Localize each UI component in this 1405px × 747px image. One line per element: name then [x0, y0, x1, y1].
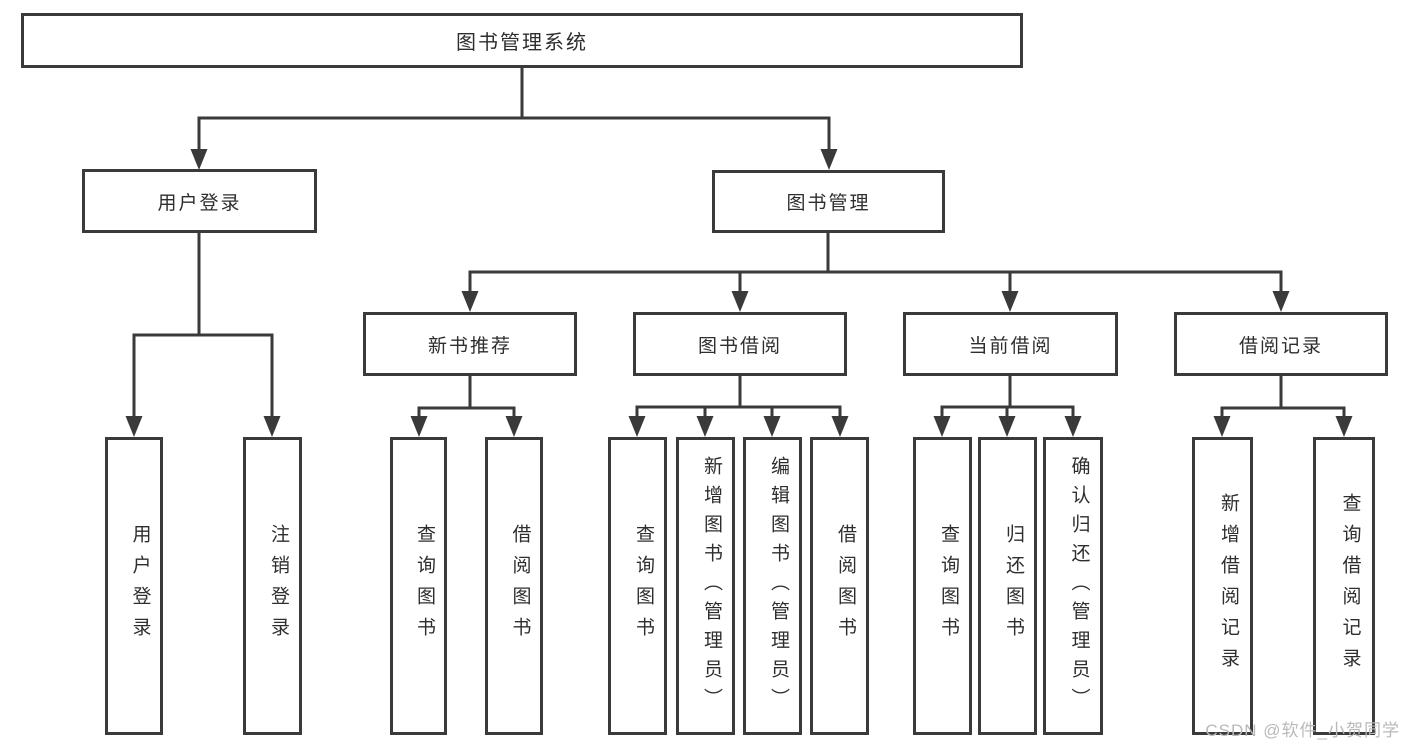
leaf-cb-return-books: 归还图书 [978, 437, 1037, 735]
node-user-login-label: 用户登录 [157, 192, 242, 214]
leaf-cb-query-books-label: 查询图书 [938, 524, 959, 648]
node-book-management: 图书管理 [712, 170, 945, 233]
arrow-down-icon [1213, 416, 1231, 437]
arrow-down-icon [1272, 291, 1290, 312]
arrow-down-icon [505, 416, 523, 437]
node-root-label: 图书管理系统 [456, 32, 588, 54]
node-new-book-recommend-label: 新书推荐 [427, 335, 512, 357]
leaf-bw-add-books-admin-label: 新增图书（管理员） [701, 455, 722, 717]
node-new-book-recommend: 新书推荐 [363, 312, 577, 376]
leaf-nb-query-books-label: 查询图书 [414, 524, 435, 648]
arrow-down-icon [933, 416, 951, 437]
leaf-bw-query-books-label: 查询图书 [633, 524, 654, 648]
leaf-user-login: 用户登录 [105, 437, 163, 735]
leaf-nb-borrow-books-label: 借阅图书 [509, 524, 531, 648]
node-borrowing-records: 借阅记录 [1174, 312, 1388, 376]
csdn-watermark: CSDN @软件_小贺同学 [1205, 721, 1400, 740]
arrow-down-icon [1001, 291, 1019, 312]
leaf-cb-confirm-return-admin: 确认归还（管理员） [1043, 437, 1103, 735]
leaf-bw-edit-books-admin: 编辑图书（管理员） [743, 437, 802, 735]
arrow-down-icon [1335, 416, 1353, 437]
node-current-borrowing-label: 当前借阅 [968, 335, 1053, 357]
node-user-login: 用户登录 [82, 169, 317, 233]
leaf-bw-query-books: 查询图书 [608, 437, 667, 735]
leaf-cb-query-books: 查询图书 [913, 437, 972, 735]
arrow-down-icon [461, 291, 479, 312]
arrow-down-icon [820, 149, 838, 170]
arrow-down-icon [831, 416, 849, 437]
leaf-logout: 注销登录 [243, 437, 302, 735]
node-borrowing-records-label: 借阅记录 [1238, 335, 1323, 357]
leaf-bw-edit-books-admin-label: 编辑图书（管理员） [768, 455, 789, 717]
leaf-nb-query-books: 查询图书 [390, 437, 447, 735]
node-book-management-label: 图书管理 [786, 193, 871, 214]
arrow-down-icon [1064, 416, 1082, 437]
leaf-rc-query-record: 查询借阅记录 [1313, 437, 1375, 735]
leaf-rc-add-record: 新增借阅记录 [1192, 437, 1253, 735]
leaf-logout-label: 注销登录 [268, 524, 289, 648]
node-current-borrowing: 当前借阅 [903, 312, 1118, 376]
node-root: 图书管理系统 [21, 13, 1023, 68]
leaf-user-login-label: 用户登录 [129, 524, 151, 648]
arrow-down-icon [410, 416, 428, 437]
arrow-down-icon [125, 416, 143, 437]
arrow-down-icon [190, 149, 208, 170]
arrow-down-icon [731, 291, 749, 312]
node-book-borrowing: 图书借阅 [633, 312, 847, 376]
arrow-down-icon [763, 416, 781, 437]
arrow-down-icon [998, 416, 1016, 437]
arrow-down-icon [696, 416, 714, 437]
leaf-cb-confirm-return-admin-label: 确认归还（管理员） [1068, 455, 1090, 717]
leaf-rc-query-record-label: 查询借阅记录 [1339, 493, 1361, 679]
arrowheads [125, 149, 1353, 437]
leaf-nb-borrow-books: 借阅图书 [485, 437, 543, 735]
leaf-rc-add-record-label: 新增借阅记录 [1218, 493, 1239, 679]
node-book-borrowing-label: 图书借阅 [697, 335, 782, 357]
leaf-bw-add-books-admin: 新增图书（管理员） [676, 437, 735, 735]
arrow-down-icon [628, 416, 646, 437]
leaf-bw-borrow-books-label: 借阅图书 [835, 524, 856, 648]
leaf-bw-borrow-books: 借阅图书 [810, 437, 869, 735]
leaf-cb-return-books-label: 归还图书 [1003, 524, 1024, 648]
arrow-down-icon [263, 416, 281, 437]
